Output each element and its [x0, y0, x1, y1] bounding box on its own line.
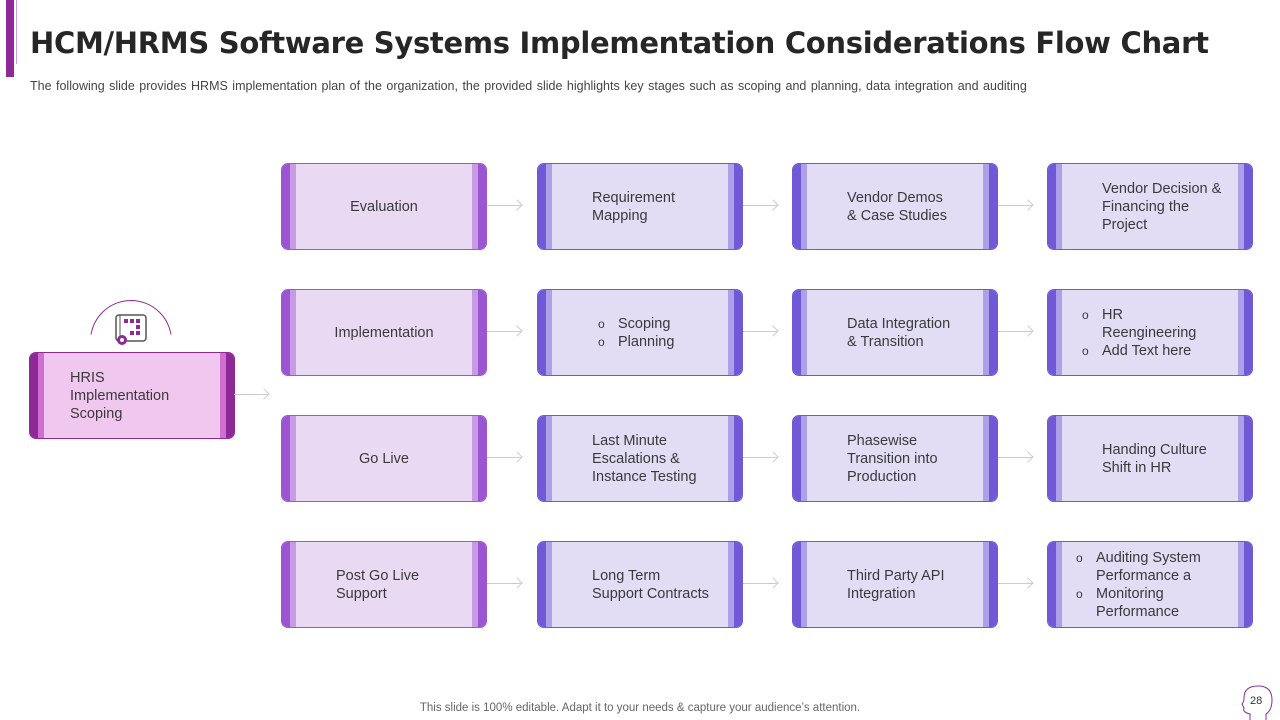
- step-label-line: Escalations &: [592, 450, 680, 467]
- page-number-head-icon: [1241, 685, 1273, 720]
- step-label-line: Integration: [847, 585, 916, 602]
- flow-step-box: Data Integration& Transition: [792, 289, 998, 376]
- title-accent-bar: [6, 0, 14, 77]
- page-subtitle: The following slide provides HRMS implem…: [30, 79, 1027, 93]
- step-bullet-item: Auditing System Performance a: [1074, 549, 1214, 585]
- flow-step-box: Vendor Demos& Case Studies: [792, 163, 998, 250]
- arrow-icon: [487, 453, 523, 463]
- flow-step-box: HR ReengineeringAdd Text here: [1047, 289, 1253, 376]
- flow-step-box: ScopingPlanning: [537, 289, 743, 376]
- step-label-line: Last Minute: [592, 432, 667, 449]
- flow-step-box: Vendor Decision &Financing the Project: [1047, 163, 1253, 250]
- step-label-line: Data Integration: [847, 315, 951, 332]
- arrow-icon: [234, 390, 270, 400]
- arrow-icon: [998, 201, 1034, 211]
- step-label-line: Vendor Decision &: [1102, 180, 1222, 197]
- start-label-line: Scoping: [70, 405, 123, 422]
- flow-step-box: Go Live: [281, 415, 487, 502]
- step-label-line: Long Term: [592, 567, 661, 584]
- arrow-icon: [998, 579, 1034, 589]
- arrow-icon: [998, 453, 1034, 463]
- step-bullet-list: ScopingPlanning: [596, 315, 674, 351]
- step-bullet-list: Auditing System Performance aMonitoring …: [1074, 549, 1238, 621]
- flow-step-box: Evaluation: [281, 163, 487, 250]
- title-accent-line: [14, 0, 17, 64]
- step-label-line: Support Contracts: [592, 585, 709, 602]
- step-bullet-item: Scoping: [596, 315, 674, 333]
- step-bullet-list: HR ReengineeringAdd Text here: [1080, 306, 1198, 360]
- step-bullet-item: Add Text here: [1080, 342, 1198, 360]
- step-label-line: Go Live: [359, 450, 409, 467]
- step-bullet-item: HR Reengineering: [1080, 306, 1198, 342]
- step-label-line: Shift in HR: [1102, 459, 1172, 476]
- arrow-icon: [487, 579, 523, 589]
- start-label-line: Implementation: [70, 387, 170, 404]
- step-label-line: & Transition: [847, 333, 924, 350]
- step-label-line: Support: [336, 585, 387, 602]
- step-label-line: & Case Studies: [847, 207, 947, 224]
- step-label-line: Evaluation: [350, 198, 418, 215]
- step-label-line: Phasewise: [847, 432, 918, 449]
- step-label-line: Requirement: [592, 189, 676, 206]
- step-label-line: Handing Culture: [1102, 441, 1207, 458]
- arrow-icon: [998, 327, 1034, 337]
- step-label-line: Mapping: [592, 207, 648, 224]
- arrow-icon: [487, 201, 523, 211]
- step-label-line: Implementation: [334, 324, 434, 341]
- step-label-line: Financing the Project: [1102, 198, 1190, 233]
- arrow-icon: [743, 579, 779, 589]
- footer-text: This slide is 100% editable. Adapt it to…: [419, 702, 861, 714]
- step-bullet-item: Planning: [596, 333, 674, 351]
- blueprint-gear-icon: [115, 314, 147, 345]
- arrow-icon: [743, 201, 779, 211]
- step-label-line: Transition into: [847, 450, 938, 467]
- step-label-line: Vendor Demos: [847, 189, 943, 206]
- step-label-line: Third Party API: [847, 567, 945, 584]
- start-label-line: HRIS: [70, 369, 105, 386]
- arrow-icon: [743, 453, 779, 463]
- step-label-line: Production: [847, 468, 917, 485]
- page-title: HCM/HRMS Software Systems Implementation…: [30, 26, 1209, 60]
- flow-step-box: Implementation: [281, 289, 487, 376]
- arrow-icon: [487, 327, 523, 337]
- step-bullet-item: Monitoring Performance: [1074, 585, 1214, 621]
- flow-step-box: Auditing System Performance aMonitoring …: [1047, 541, 1253, 628]
- step-label-line: Instance Testing: [592, 468, 697, 485]
- footer-note: This slide is 100% editable. Adapt it to…: [0, 702, 1280, 714]
- arrow-icon: [743, 327, 779, 337]
- step-label-line: Post Go Live: [336, 567, 420, 584]
